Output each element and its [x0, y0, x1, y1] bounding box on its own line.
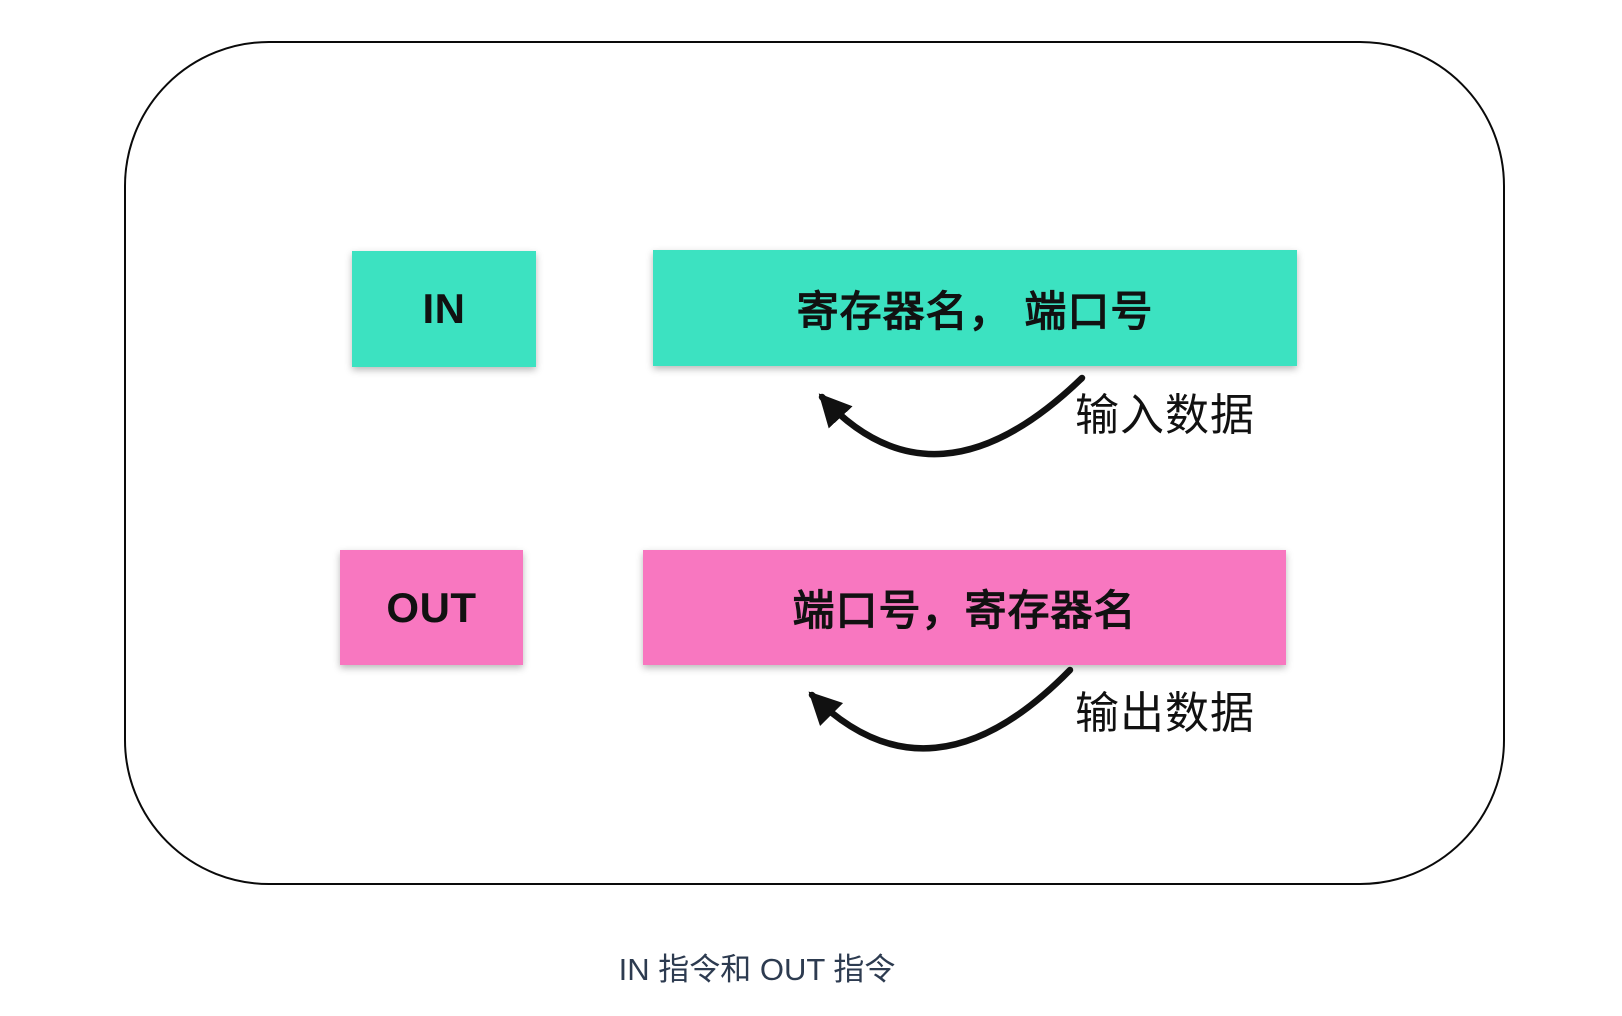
- output-data-label: 输出数据: [1075, 689, 1255, 738]
- out-instruction-box: OUT: [340, 550, 523, 665]
- input-data-label: 输入数据: [1075, 391, 1255, 440]
- out-operands-box: 端口号，寄存器名: [643, 550, 1286, 665]
- in-operands-box: 寄存器名， 端口号: [653, 250, 1297, 366]
- diagram-frame: [124, 41, 1505, 885]
- in-instruction-box: IN: [352, 251, 536, 367]
- diagram-caption: IN 指令和 OUT 指令: [618, 952, 896, 987]
